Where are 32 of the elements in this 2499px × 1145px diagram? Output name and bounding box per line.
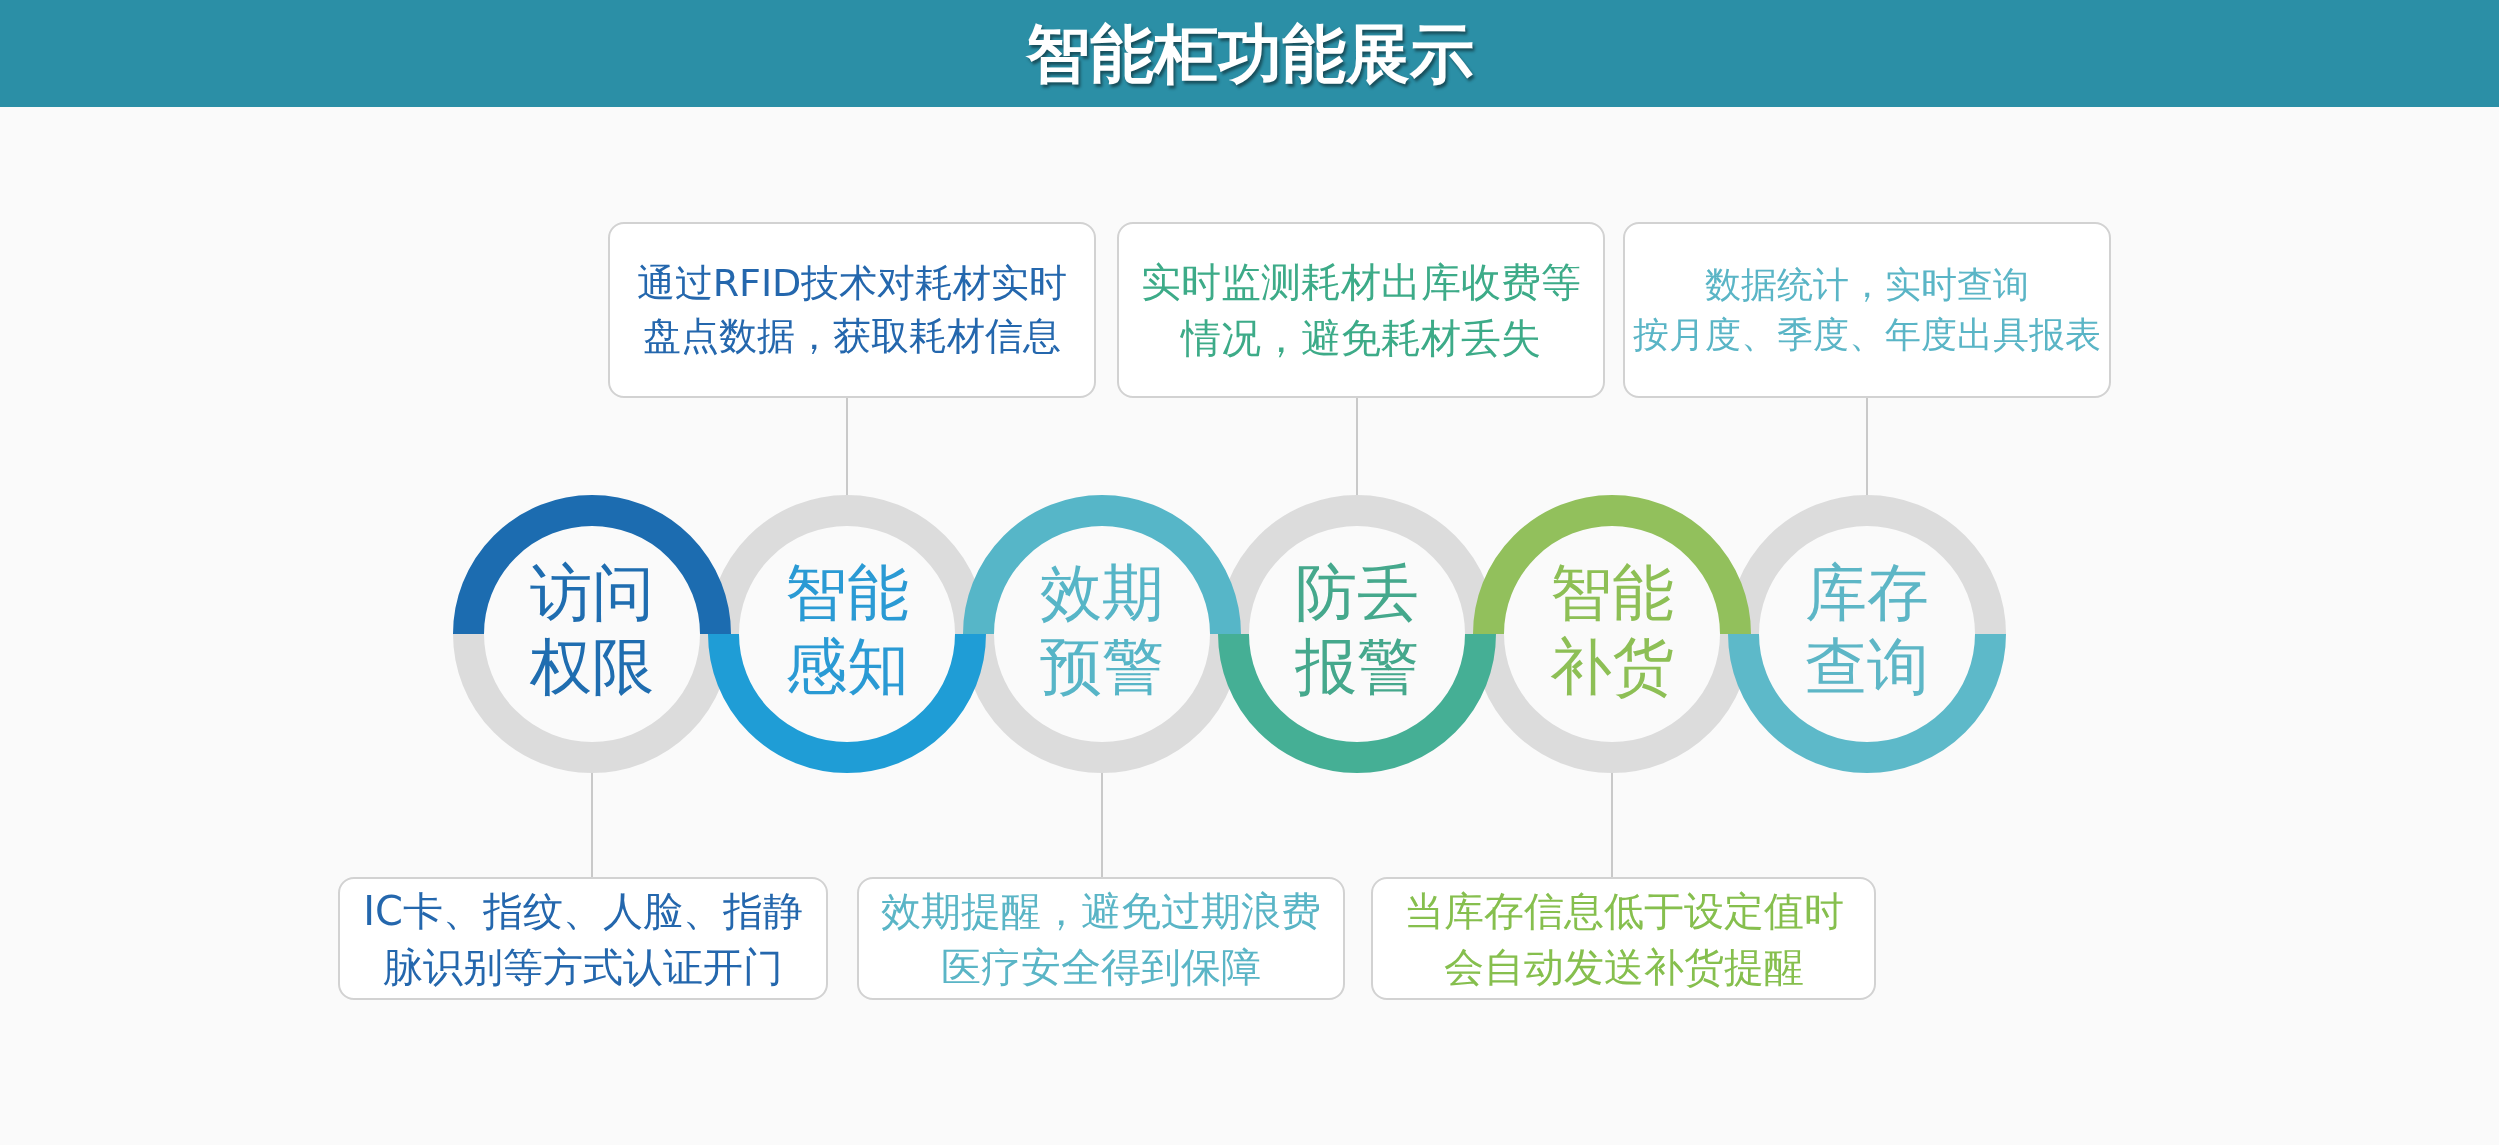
- leader-line: [1101, 772, 1103, 878]
- ring: [1728, 495, 2006, 773]
- leader-line: [1356, 397, 1358, 496]
- ring: [708, 495, 986, 773]
- callout-text: IC卡、指纹、人脸、指静脉识别等方式认证开门: [362, 886, 804, 992]
- callout-text: 按月度、季度、年度出具报表: [1632, 313, 2102, 357]
- leader-line: [591, 772, 593, 878]
- ring-label: 智能感知: [784, 556, 910, 704]
- callout-box: [338, 877, 828, 1000]
- callout-text: 当库存信息低于设定值时会自动发送补货提醒: [1402, 886, 1845, 992]
- callout-box: [1623, 222, 2111, 398]
- callout-text: 通过RFID技术对耗材实时盘点数据，获取耗材信息: [635, 259, 1069, 360]
- ring-label: 智能补货: [1549, 556, 1675, 704]
- callout-box: [857, 877, 1345, 1000]
- callout-text: 实时监测耗材出库收费等情况，避免耗材丢失: [1140, 258, 1582, 363]
- ring: [1218, 495, 1496, 773]
- ring: [963, 495, 1241, 773]
- ring-label: 库存查询: [1804, 556, 1930, 704]
- callout-box: [608, 222, 1096, 398]
- callout-box: [1117, 222, 1605, 398]
- ring-label: 效期预警: [1039, 556, 1165, 704]
- leader-line: [1611, 772, 1613, 878]
- callout-text: 数据统计，实时查询: [1704, 262, 2030, 307]
- ring: [1473, 495, 1751, 773]
- callout-text: 效期提醒，避免过期浪费医疗安全得到保障: [880, 886, 1322, 992]
- title: 智能柜功能展示: [1025, 15, 1474, 93]
- ring-label: 访问权限: [529, 556, 655, 704]
- ring-label: 防丢报警: [1294, 556, 1420, 704]
- leader-line: [1866, 397, 1868, 496]
- callout-box: [1371, 877, 1876, 1000]
- ring: [453, 495, 731, 773]
- leader-line: [846, 397, 848, 496]
